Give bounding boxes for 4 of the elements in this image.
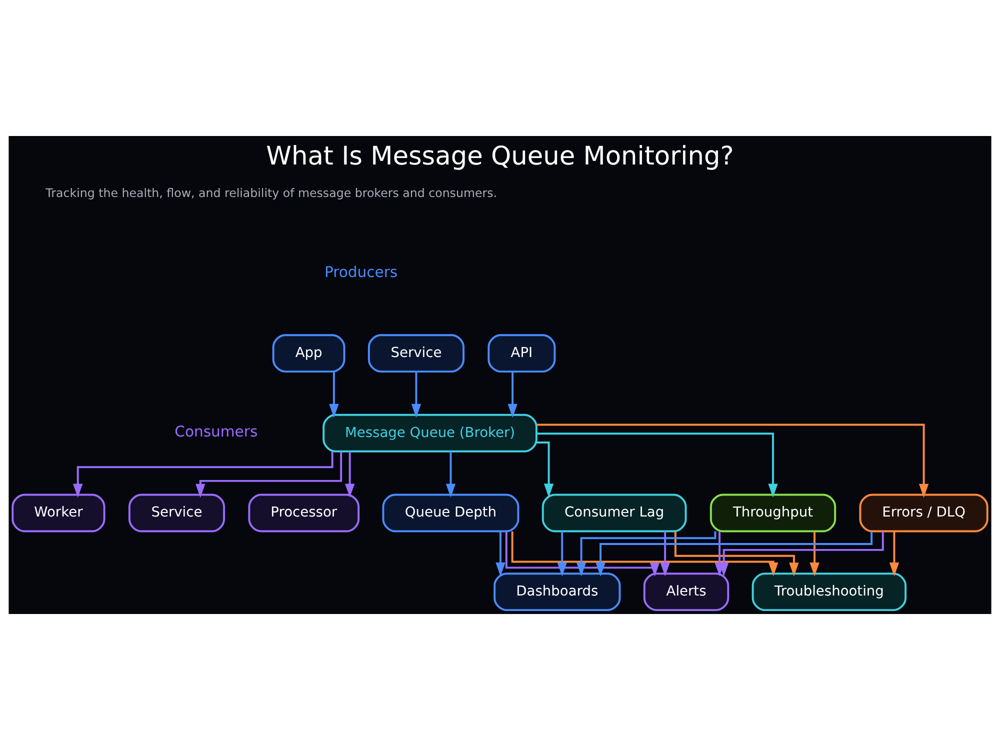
label: Producers	[324, 264, 398, 281]
label: Consumers	[174, 424, 258, 441]
diagram-title: What Is Message Queue Monitoring?	[266, 141, 734, 172]
label: Tracking the health, flow, and reliability of message brokers and consumers.	[46, 186, 498, 200]
